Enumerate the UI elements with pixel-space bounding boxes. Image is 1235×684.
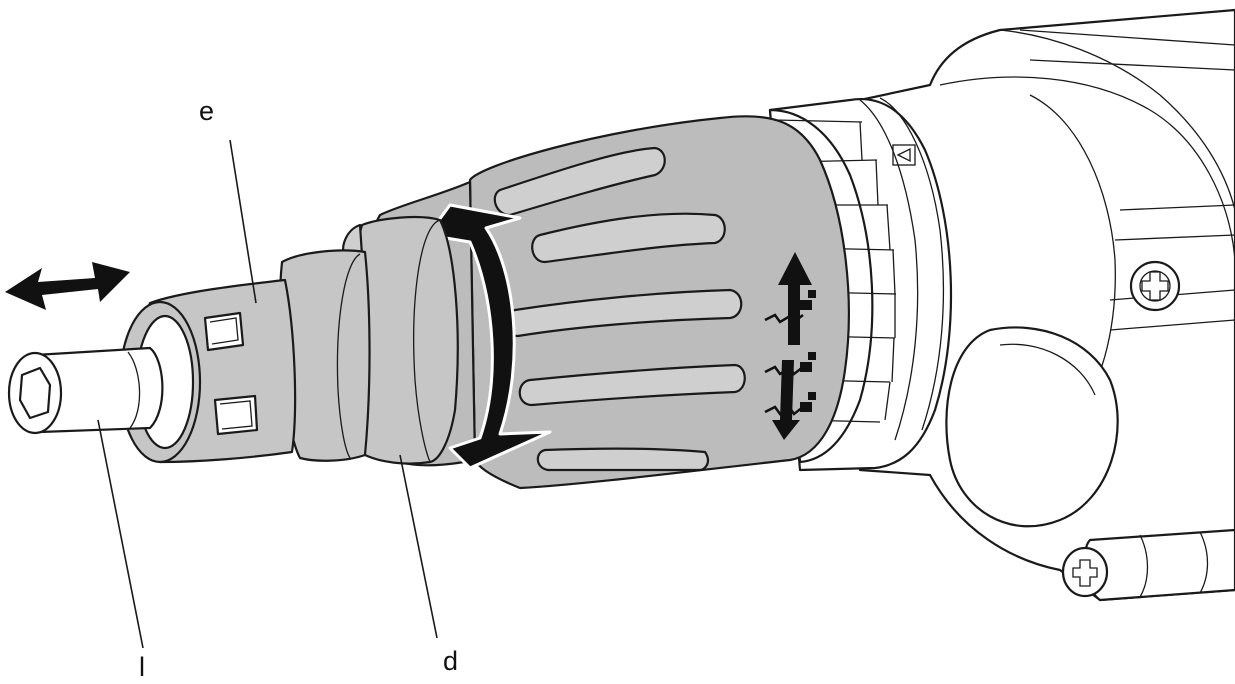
tool-body bbox=[858, 8, 1235, 602]
callout-label-e: e bbox=[199, 96, 215, 126]
double-horizontal-arrow-icon bbox=[5, 262, 130, 310]
phillips-screw-lower-icon bbox=[1061, 546, 1109, 598]
callout-label-d: d bbox=[443, 646, 459, 676]
callout-label-l: l bbox=[139, 652, 145, 682]
leader-e bbox=[229, 139, 257, 304]
nose-cylinder-large bbox=[342, 215, 459, 465]
bit-holder-shaft bbox=[7, 346, 164, 435]
phillips-screw-icon bbox=[1129, 260, 1181, 312]
leader-d bbox=[399, 454, 438, 639]
depth-adjust-scale-icon bbox=[764, 252, 816, 440]
leader-lines bbox=[97, 139, 438, 649]
leader-l bbox=[97, 419, 144, 649]
